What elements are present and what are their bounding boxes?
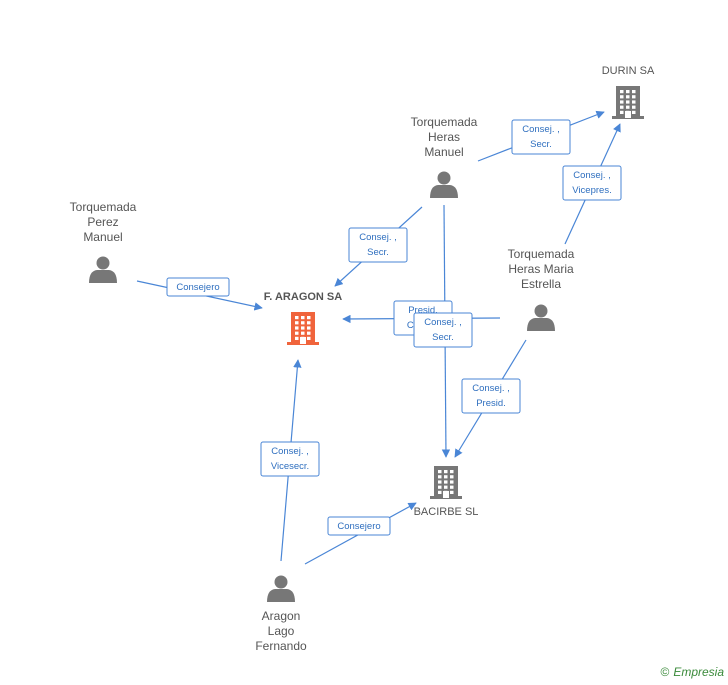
brand-footer[interactable]: ©Empresia [660,665,724,679]
edge-label-text: Consej. , [472,383,510,394]
node-label: BACIRBE SL [414,506,479,518]
edge-label-text: Presid. [408,305,438,316]
edge-label-text: Secr. [530,139,552,150]
node-label: Manuel [83,230,122,244]
edge-label-text: Consej. , [522,124,560,135]
node-label: Estrella [521,277,561,291]
node-label: Torquemada [508,247,575,261]
node-label: Heras [428,130,460,144]
edges-layer [136,110,621,565]
edge-label-tpm_aragon[interactable]: Consejero [166,277,230,297]
node-label: F. ARAGON SA [264,291,342,303]
node-durin[interactable]: DURIN SA [602,65,655,119]
edge-label-box [348,227,408,263]
edge-label-text: Vicepres. [572,185,611,196]
edge-label-text: Consej. , [573,170,611,181]
person-icon [430,171,458,198]
edge-label-text: Consej. , [359,232,397,243]
node-label: Fernando [255,639,307,653]
building-icon [287,312,319,345]
edge-label-text: Vicesecr. [271,461,309,472]
node-bacirbe[interactable]: BACIRBE SL [414,466,479,518]
edge-label-tqm_aragon[interactable]: Consej. , Secr. [348,227,408,263]
person-icon [527,304,555,331]
edge-label-alf_aragon[interactable]: Consej. , Vicesecr. [260,441,320,477]
edge-label-box [327,516,391,536]
node-label: Manuel [424,145,463,159]
node-aragon_sa[interactable]: F. ARAGON SA [264,291,342,345]
building-icon [430,466,462,499]
edge-label-text: Consej. , [424,317,462,328]
node-label: Torquemada [70,200,137,214]
node-label: Lago [268,624,295,638]
edge-label-box [461,378,521,414]
edge-label-box [260,441,320,477]
edge-label-text: Secr. [432,332,454,343]
edge-label-box [413,312,473,348]
building-icon [612,86,644,119]
edge-label-box [166,277,230,297]
edge-label-tqm_durin[interactable]: Consej. , Secr. [511,119,571,155]
node-label: DURIN SA [602,65,655,77]
copyright-symbol: © [660,665,670,679]
person-icon [89,256,117,283]
edge-label-alf_bacirbe[interactable]: Consejero [327,516,391,536]
brand-name: Empresia [673,665,724,679]
edge-label-text: Secr. [367,247,389,258]
edge-label-text: Consejero [176,282,219,293]
edge-label-text: Presid. [476,398,506,409]
node-label: Perez [87,215,118,229]
edge-label-text: Consej. , [271,446,309,457]
node-label: Torquemada [411,115,478,129]
person-icon [267,575,295,602]
edge-label-thme_durin[interactable]: Consej. , Vicepres. [562,165,622,201]
edge-label-box [511,119,571,155]
edge-label-thme_bacirbe[interactable]: Consej. , Presid. [461,378,521,414]
node-label: Aragon [262,609,301,623]
edge-labels-layer: Consej. ,Secr.Consej. ,Vicepres.Consej. … [166,119,622,536]
edge-label-tqm_bacirbe[interactable]: Consej. , Secr. [413,312,473,348]
edge-label-box [562,165,622,201]
nodes-layer: F. ARAGON SA DURIN SA BACIRBE SL Torquemada… [70,65,655,653]
edge-label-text: Consejero [337,521,380,532]
node-label: Heras Maria [508,262,574,276]
